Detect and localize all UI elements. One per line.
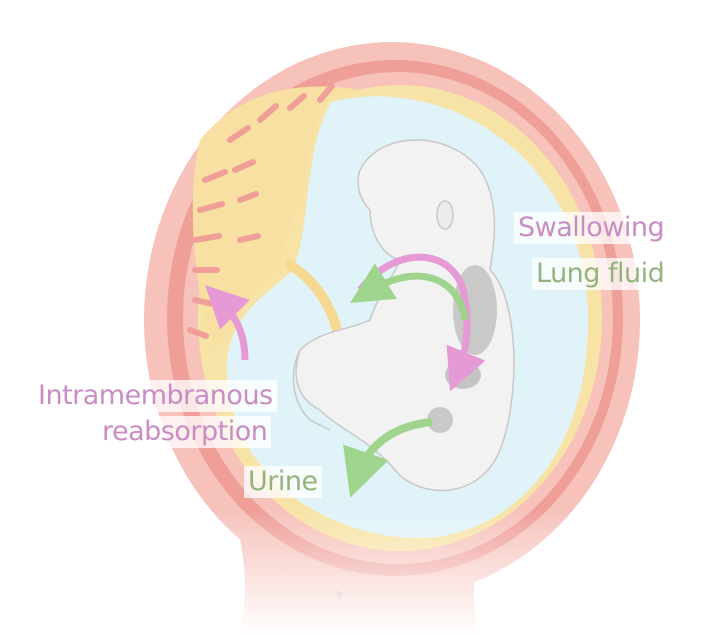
label-reabsorption: reabsorption bbox=[98, 416, 272, 448]
label-urine: Urine bbox=[244, 466, 322, 498]
label-intramembranous: Intramembranous bbox=[34, 380, 277, 412]
label-swallowing: Swallowing bbox=[514, 212, 669, 244]
label-lung-fluid: Lung fluid bbox=[532, 258, 669, 290]
